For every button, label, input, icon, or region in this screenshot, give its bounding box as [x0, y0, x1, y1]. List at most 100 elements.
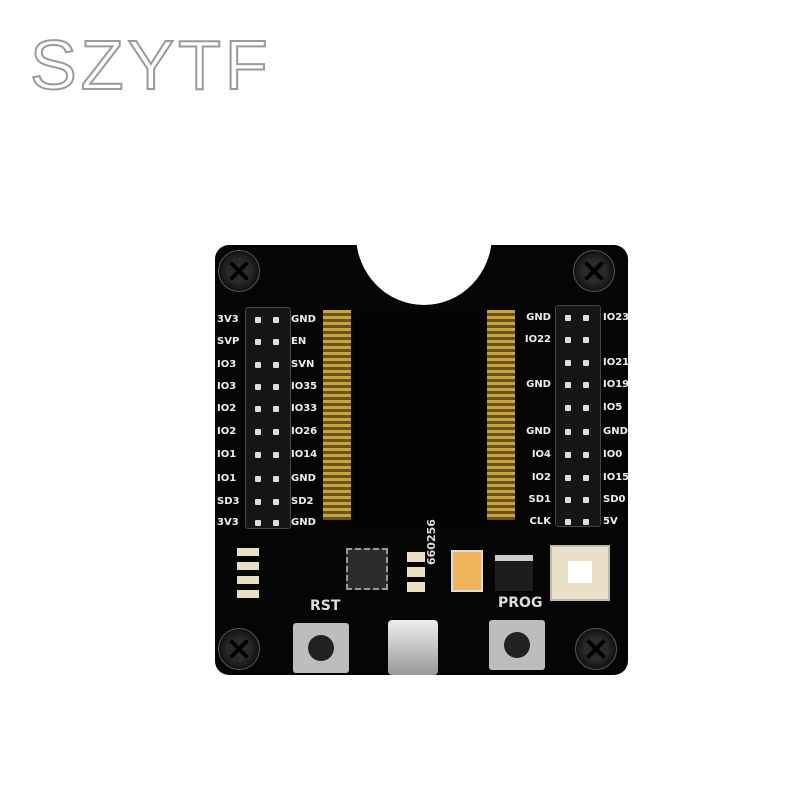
header-pin [583, 497, 589, 503]
screw-icon [218, 628, 260, 670]
header-pin [255, 429, 261, 435]
pin-label: GND [291, 517, 316, 528]
pin-label: IO14 [291, 449, 318, 460]
smd-component [237, 548, 259, 556]
header-pin [273, 317, 279, 323]
right-pin-header [555, 305, 601, 527]
header-pin [273, 362, 279, 368]
smd-component [237, 562, 259, 570]
smd-component [237, 590, 259, 598]
header-pin [255, 476, 261, 482]
header-pin [273, 429, 279, 435]
prog-label: PROG [498, 595, 543, 611]
header-pin [273, 339, 279, 345]
board-notch [356, 165, 492, 305]
header-pin [255, 384, 261, 390]
header-pin [255, 362, 261, 368]
header-pin [255, 499, 261, 505]
pin-label: IO3 [217, 381, 237, 392]
voltage-regulator [495, 555, 533, 591]
header-pin [583, 405, 589, 411]
screw-icon [573, 250, 615, 292]
micro-usb-port[interactable] [388, 620, 438, 675]
header-pin [565, 405, 571, 411]
module-socket [355, 315, 485, 525]
smd-component [407, 567, 425, 577]
pin-label: 3V3 [217, 314, 239, 325]
header-pin [255, 452, 261, 458]
header-pin [273, 384, 279, 390]
rst-label: RST [310, 598, 341, 614]
pin-label: IO23 [603, 312, 630, 323]
pin-label: IO26 [291, 426, 318, 437]
header-pin [565, 429, 571, 435]
header-pin [273, 406, 279, 412]
pin-label: GND [526, 426, 551, 437]
header-pin [565, 475, 571, 481]
pin-label: GND [291, 473, 316, 484]
pin-label: SD0 [603, 494, 626, 505]
header-pin [565, 315, 571, 321]
pin-label: IO2 [217, 426, 237, 437]
header-pin [583, 382, 589, 388]
header-pin [583, 475, 589, 481]
header-pin [583, 452, 589, 458]
header-pin [273, 520, 279, 526]
pin-label: 5V [603, 516, 618, 527]
pin-label: IO33 [291, 403, 318, 414]
pin-label: GND [526, 379, 551, 390]
header-pin [583, 360, 589, 366]
header-pin [583, 337, 589, 343]
header-pin [565, 519, 571, 525]
reset-button[interactable] [293, 623, 349, 673]
pin-label: 3V3 [217, 517, 239, 528]
pin-label: IO2 [531, 472, 551, 483]
header-pin [565, 382, 571, 388]
header-pin [273, 452, 279, 458]
pin-label: IO2 [217, 403, 237, 414]
header-pin [583, 315, 589, 321]
smd-component [237, 576, 259, 584]
smd-component [407, 582, 425, 592]
pin-label: IO15 [603, 472, 630, 483]
pin-label: SVN [291, 359, 315, 370]
pin-label: IO21 [603, 357, 630, 368]
pin-label: GND [603, 426, 628, 437]
pin-label: GND [291, 314, 316, 325]
pin-label: IO5 [603, 402, 623, 413]
header-pin [273, 499, 279, 505]
chip-marking: 660256 [425, 519, 438, 565]
header-pin [273, 476, 279, 482]
header-pin [583, 429, 589, 435]
pin-label: SD3 [217, 496, 240, 507]
pin-label: IO35 [291, 381, 318, 392]
header-pin [565, 452, 571, 458]
pin-label: SVP [217, 336, 240, 347]
tantalum-capacitor [451, 550, 483, 592]
pin-label: IO0 [603, 449, 623, 460]
screw-icon [218, 250, 260, 292]
smd-component [407, 552, 425, 562]
pin-label: SD2 [291, 496, 314, 507]
header-pin [255, 339, 261, 345]
pin-label: IO4 [531, 449, 551, 460]
pin-label: GND [526, 312, 551, 323]
pin-label: SD1 [528, 494, 551, 505]
header-pin [565, 360, 571, 366]
brand-logo: SZYTF [29, 26, 272, 104]
program-button[interactable] [489, 620, 545, 670]
header-pin [255, 406, 261, 412]
pin-label: EN [291, 336, 307, 347]
left-socket-pins [323, 310, 351, 520]
usb-uart-chip [346, 548, 388, 590]
power-switch[interactable] [550, 545, 610, 601]
pin-label: IO3 [217, 359, 237, 370]
screw-icon [575, 628, 617, 670]
header-pin [255, 317, 261, 323]
pin-label: IO22 [524, 334, 551, 345]
header-pin [565, 497, 571, 503]
pin-label: IO1 [217, 473, 237, 484]
pin-label: CLK [529, 516, 551, 527]
header-pin [565, 337, 571, 343]
